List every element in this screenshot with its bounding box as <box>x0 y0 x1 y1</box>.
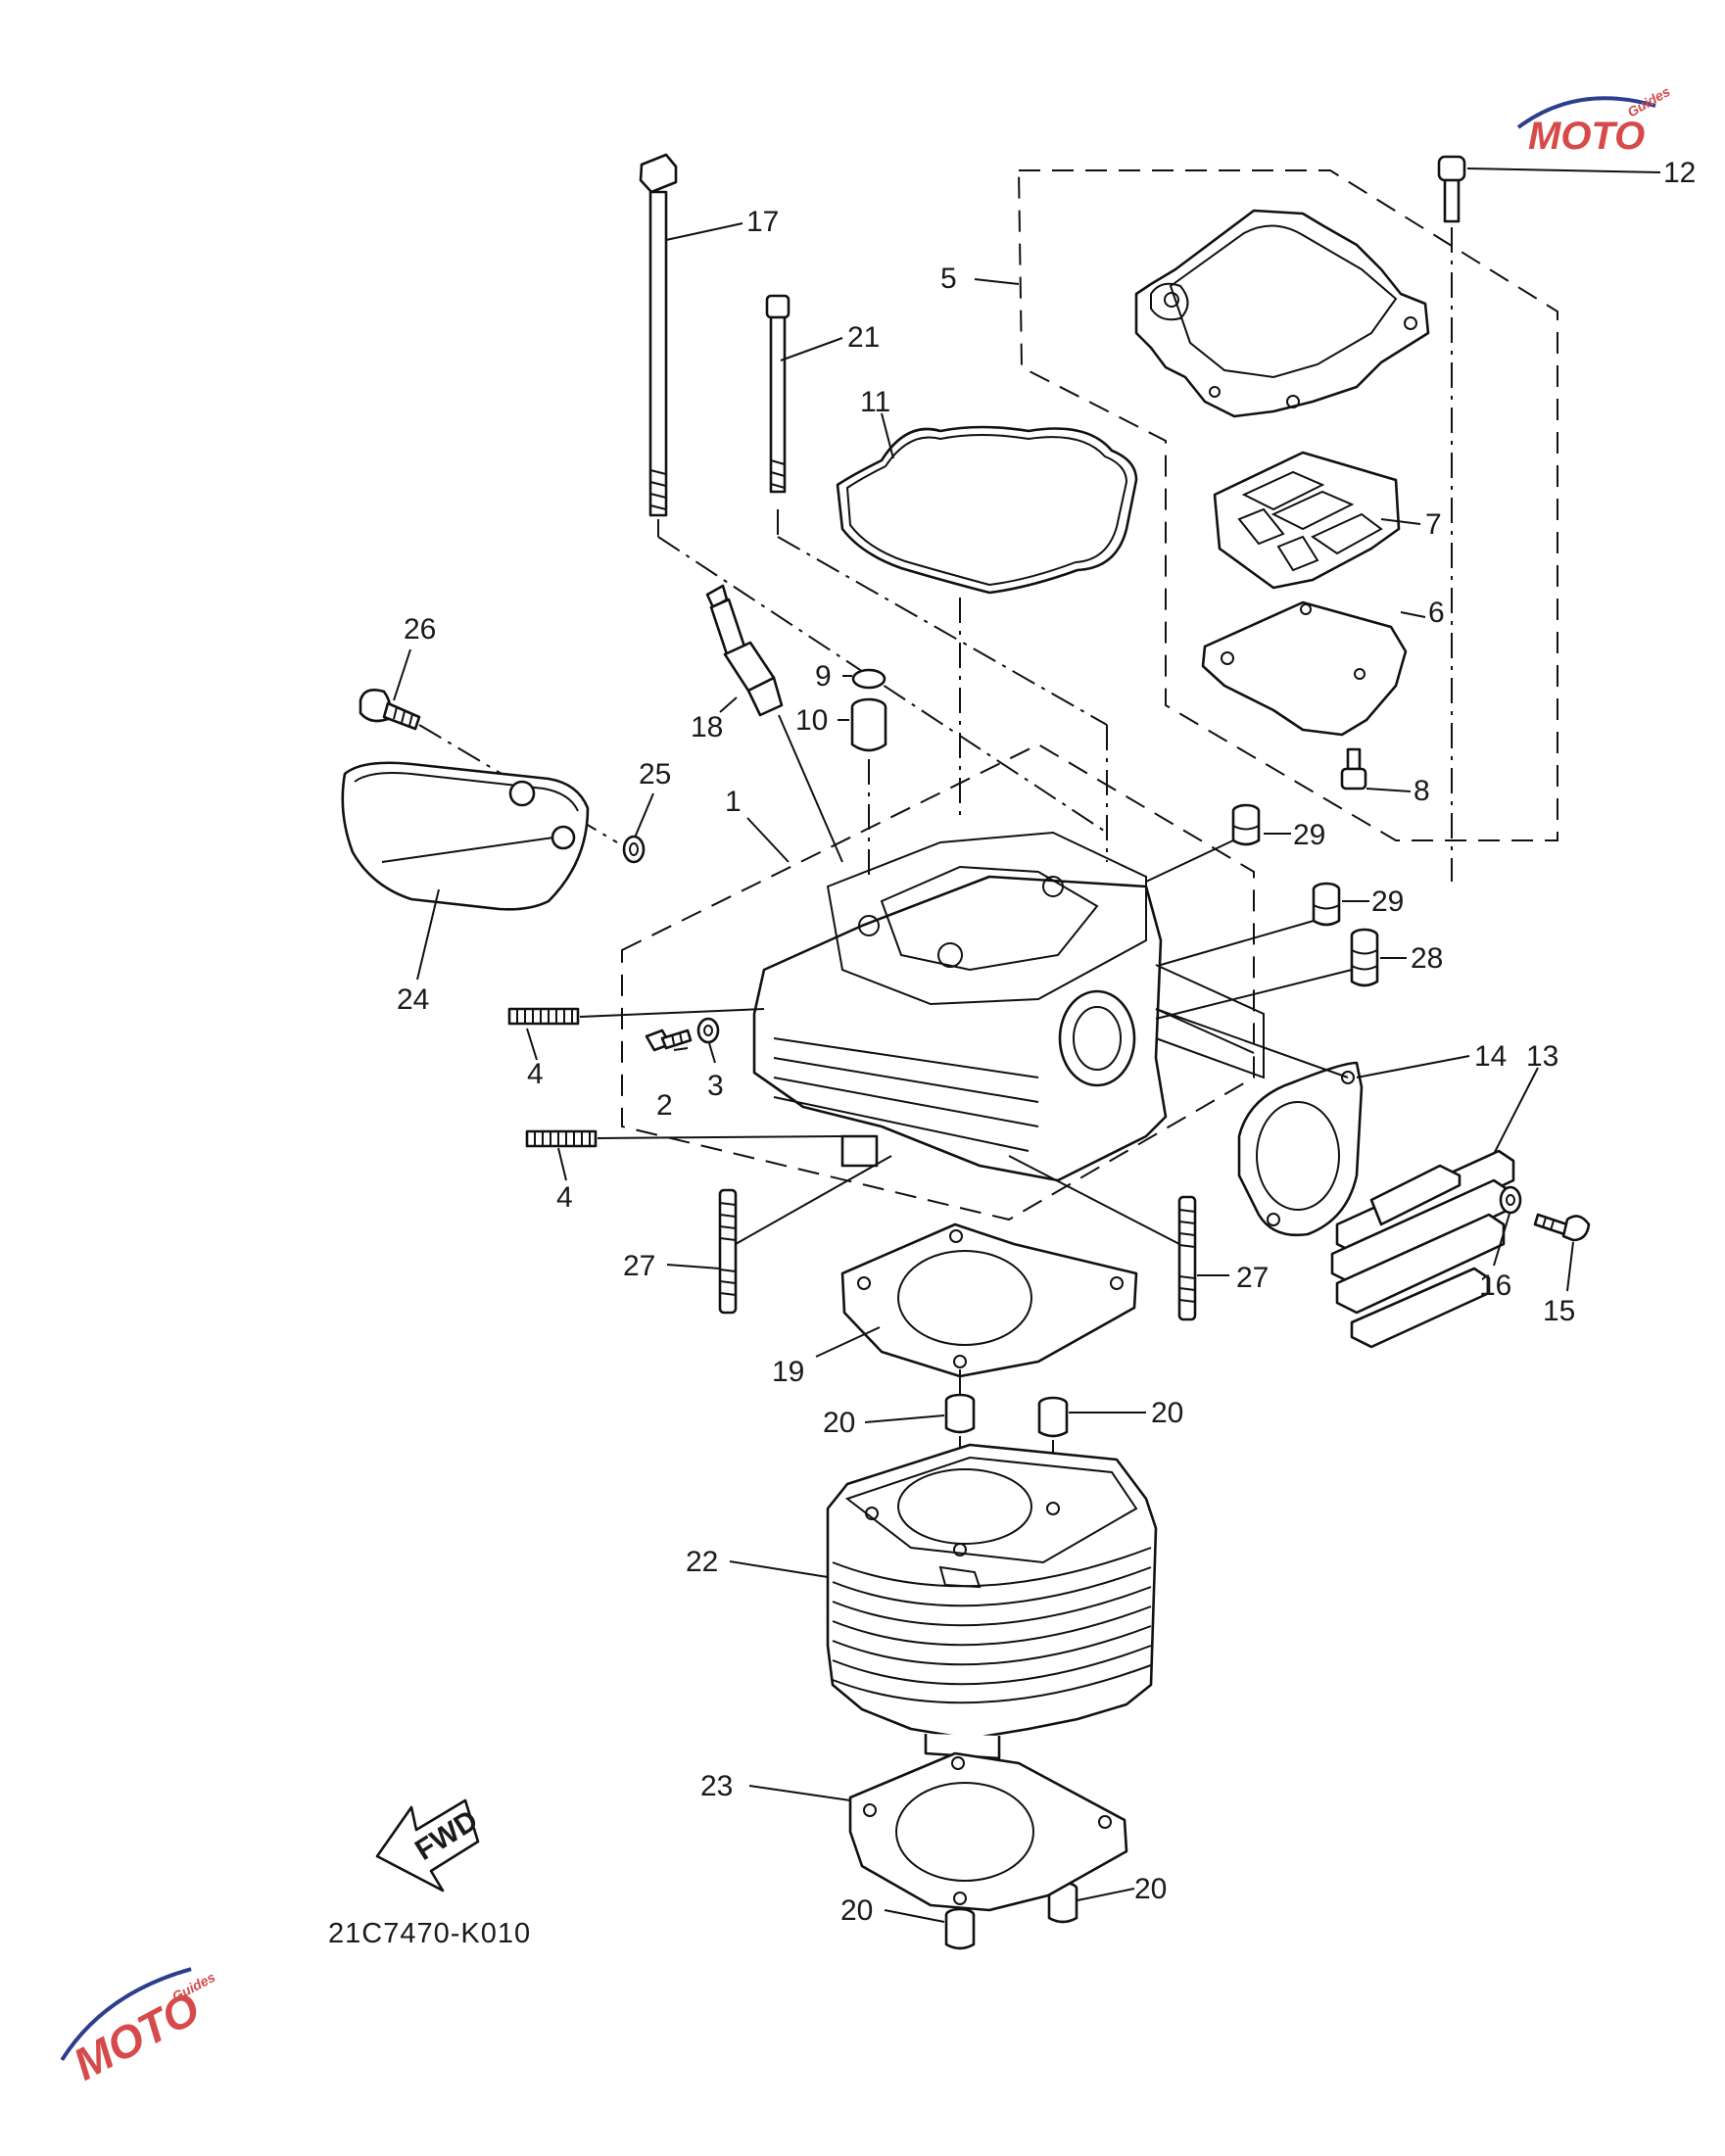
callout-11: 11 <box>860 386 890 418</box>
dowel-29-lower <box>1160 882 1341 966</box>
plate-6 <box>1201 600 1408 737</box>
o-ring-9 <box>851 668 886 690</box>
callout-17: 17 <box>746 206 779 238</box>
diagram-code: 21C7470-K010 <box>328 1918 531 1949</box>
callout-14: 14 <box>1474 1040 1507 1073</box>
washer-3 <box>696 1017 720 1044</box>
cylinder-22 <box>826 1443 1158 1760</box>
bolt-2 <box>645 1029 693 1052</box>
stud-4-upper <box>507 1007 765 1026</box>
fwd-arrow-icon: FWD <box>375 1798 484 1892</box>
callout-6: 6 <box>1428 597 1445 629</box>
dowel-20-c <box>944 1871 976 1950</box>
valve-cover-gasket-11 <box>836 425 1138 818</box>
callout-27-left: 27 <box>623 1250 655 1282</box>
gasket-7 <box>1213 451 1401 590</box>
callout-20-c: 20 <box>840 1894 873 1927</box>
callout-18: 18 <box>691 711 723 743</box>
dowel-28 <box>1155 928 1379 1020</box>
callout-9: 9 <box>815 660 832 693</box>
stud-27-left <box>718 1155 892 1315</box>
valve-cover-assembly-outline <box>1017 169 1558 841</box>
callout-29-lower: 29 <box>1371 886 1404 918</box>
callout-1: 1 <box>725 786 742 818</box>
callout-10: 10 <box>795 704 828 737</box>
callout-15: 15 <box>1543 1295 1575 1327</box>
callout-25: 25 <box>639 758 671 791</box>
washer-25 <box>622 835 646 864</box>
bolt-8 <box>1340 747 1367 791</box>
callout-leaders <box>393 168 1661 1923</box>
callout-4-upper: 4 <box>527 1058 544 1090</box>
gasket-14 <box>1155 1008 1364 1237</box>
callout-20-a: 20 <box>823 1407 855 1439</box>
dowel-29-upper <box>1145 803 1261 883</box>
washer-16 <box>1499 1185 1522 1215</box>
stud-bolt-17 <box>639 153 1108 834</box>
callout-4-lower: 4 <box>556 1181 573 1214</box>
callout-24: 24 <box>397 983 429 1016</box>
watermark-logo-bottom: MOTO Guides <box>60 1967 217 2090</box>
heat-shield-13 <box>1330 1149 1515 1349</box>
head-gasket-19 <box>840 1222 1138 1411</box>
callout-16: 16 <box>1479 1270 1511 1302</box>
callout-19: 19 <box>772 1356 804 1388</box>
watermark-logo-top: MOTO Guides <box>1516 83 1673 158</box>
callout-20-b: 20 <box>1151 1397 1183 1429</box>
callout-12: 12 <box>1663 157 1696 189</box>
callout-29-upper: 29 <box>1293 819 1325 851</box>
callout-5: 5 <box>940 263 957 295</box>
stud-27-right <box>1008 1155 1197 1321</box>
base-gasket-23 <box>848 1751 1128 1912</box>
callout-8: 8 <box>1414 775 1430 807</box>
spark-plug-18 <box>705 584 843 863</box>
callout-13: 13 <box>1526 1040 1558 1073</box>
dowel-20-b <box>1037 1396 1069 1509</box>
callout-20-d: 20 <box>1134 1873 1167 1905</box>
stud-4-lower <box>525 1129 843 1148</box>
callout-7: 7 <box>1425 508 1442 541</box>
callout-21: 21 <box>847 321 880 354</box>
valve-cover-5 <box>1134 209 1430 418</box>
callout-2: 2 <box>656 1089 673 1122</box>
callout-labels: 17 21 11 5 12 7 6 8 9 10 26 18 25 1 24 2… <box>397 157 1696 1927</box>
side-cover-24 <box>341 761 590 911</box>
callout-3: 3 <box>707 1070 724 1102</box>
callout-23: 23 <box>700 1770 733 1802</box>
bolt-12 <box>1437 155 1466 882</box>
bolt-15 <box>1533 1213 1591 1242</box>
cylinder-head-assembly-outline <box>621 743 1255 1222</box>
cylinder-head-1 <box>752 831 1265 1182</box>
watermark-main-text: MOTO <box>1528 115 1645 158</box>
watermark-sub-text: Guides <box>1625 83 1673 120</box>
callout-26: 26 <box>404 613 436 646</box>
sleeve-10 <box>850 697 887 880</box>
callout-27-right: 27 <box>1236 1262 1269 1294</box>
callout-22: 22 <box>686 1546 718 1578</box>
callout-28: 28 <box>1411 942 1443 975</box>
